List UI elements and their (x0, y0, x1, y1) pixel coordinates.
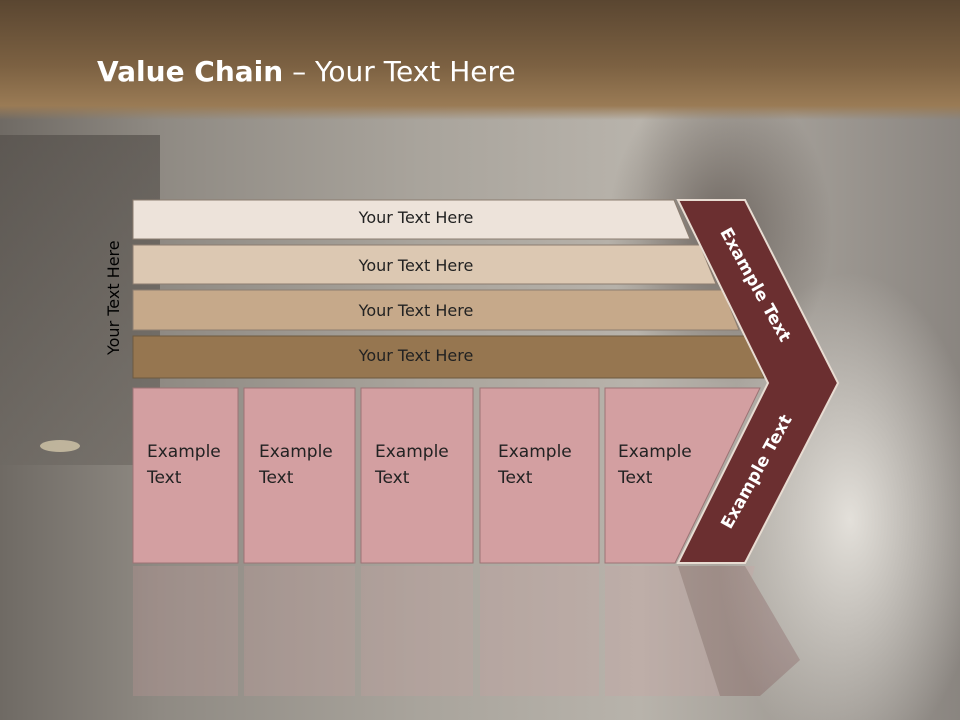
box-5-line2: Text (618, 468, 653, 488)
bar-4-label: Your Text Here (358, 346, 474, 365)
box-3-line1: Example (375, 442, 449, 462)
box-1-line2: Text (147, 468, 182, 488)
box-2 (243, 387, 356, 564)
box-3-line2: Text (375, 468, 410, 488)
box-2-line1: Example (259, 442, 333, 462)
bar-4 (132, 335, 765, 379)
title-bold: Value Chain (97, 55, 284, 88)
chevron-arrow (676, 199, 840, 564)
box-5 (604, 387, 761, 564)
bar-1-label: Your Text Here (358, 208, 474, 227)
bar-3-label: Your Text Here (358, 301, 474, 320)
reflection-group (133, 566, 800, 696)
box-1-line1: Example (147, 442, 221, 462)
box-4-line2: Text (498, 468, 533, 488)
title-rest: – Your Text Here (283, 55, 516, 88)
bar-2 (132, 244, 717, 285)
box-1 (132, 387, 239, 564)
bar-1 (132, 199, 691, 240)
box-4-line1: Example (498, 442, 572, 462)
slide-title: Value Chain – Your Text Here (97, 55, 516, 88)
background-lamp (40, 440, 80, 452)
bar-3 (132, 289, 740, 331)
title-bar (0, 0, 960, 120)
box-3-reflection (361, 566, 473, 696)
bar-2-label: Your Text Here (358, 256, 474, 275)
box-4 (479, 387, 600, 564)
arrow-reflection (678, 566, 800, 696)
box-3 (360, 387, 474, 564)
box-5-reflection (605, 566, 755, 696)
box-1-reflection (133, 566, 238, 696)
box-5-line1: Example (618, 442, 692, 462)
box-4-reflection (480, 566, 599, 696)
box-2-reflection (244, 566, 355, 696)
box-2-line2: Text (259, 468, 294, 488)
